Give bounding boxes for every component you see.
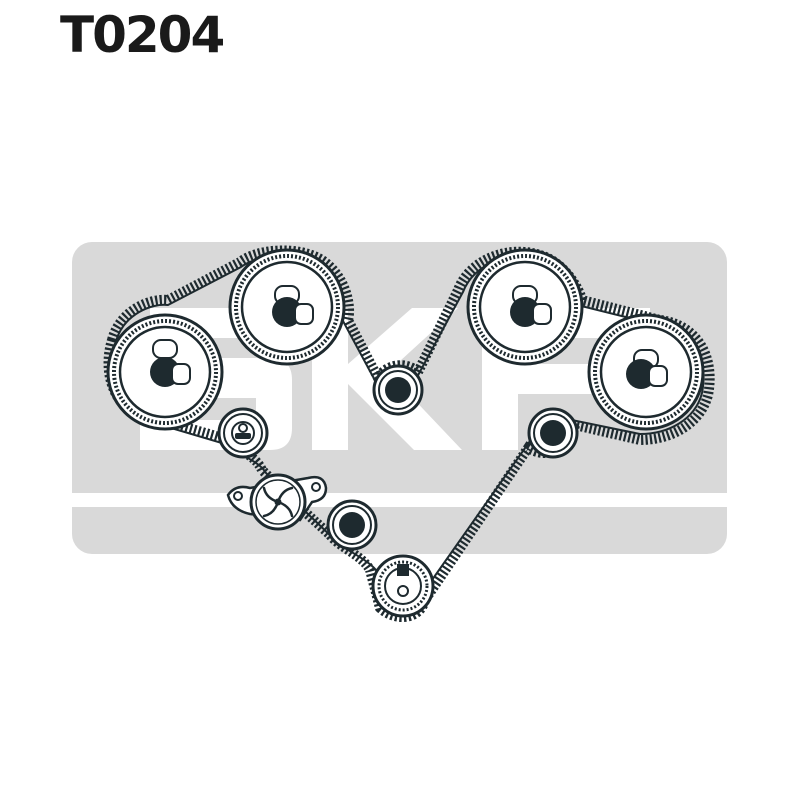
camshaft-pulley-right-outer [587, 313, 705, 431]
idler-pulley-bottom [326, 499, 378, 551]
tensioner-pulley-left [217, 407, 269, 459]
camshaft-pulley-left-inner [228, 248, 346, 366]
idler-pulley-top [372, 364, 424, 416]
page-title: T0204 [60, 6, 225, 64]
water-pump-pulley [226, 473, 328, 531]
idler-pulley-right [527, 407, 579, 459]
camshaft-pulley-right-inner [466, 248, 584, 366]
camshaft-pulley-left-outer [106, 313, 224, 431]
crankshaft-pulley [371, 554, 435, 618]
